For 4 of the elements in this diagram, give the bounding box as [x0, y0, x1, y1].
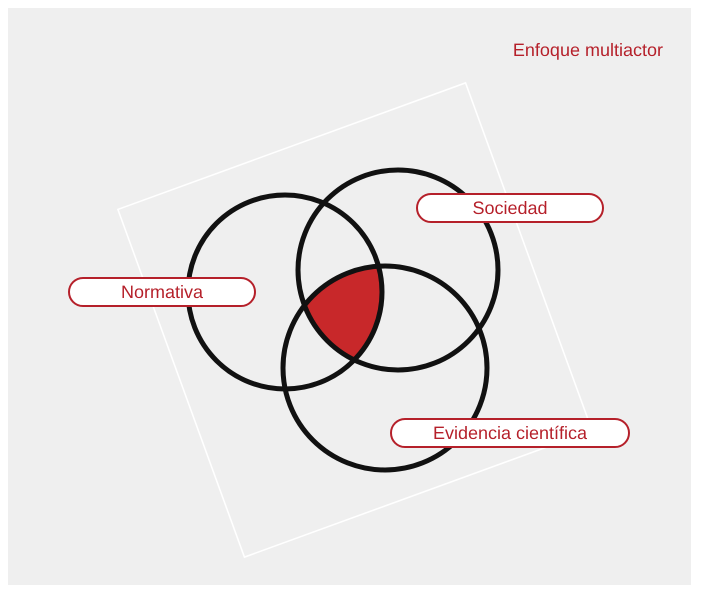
circle-label: Sociedad	[416, 193, 604, 223]
circle-label: Normativa	[68, 277, 256, 307]
title: Enfoque multiactor	[512, 40, 663, 61]
circle-label: Evidencia científica	[390, 418, 630, 448]
